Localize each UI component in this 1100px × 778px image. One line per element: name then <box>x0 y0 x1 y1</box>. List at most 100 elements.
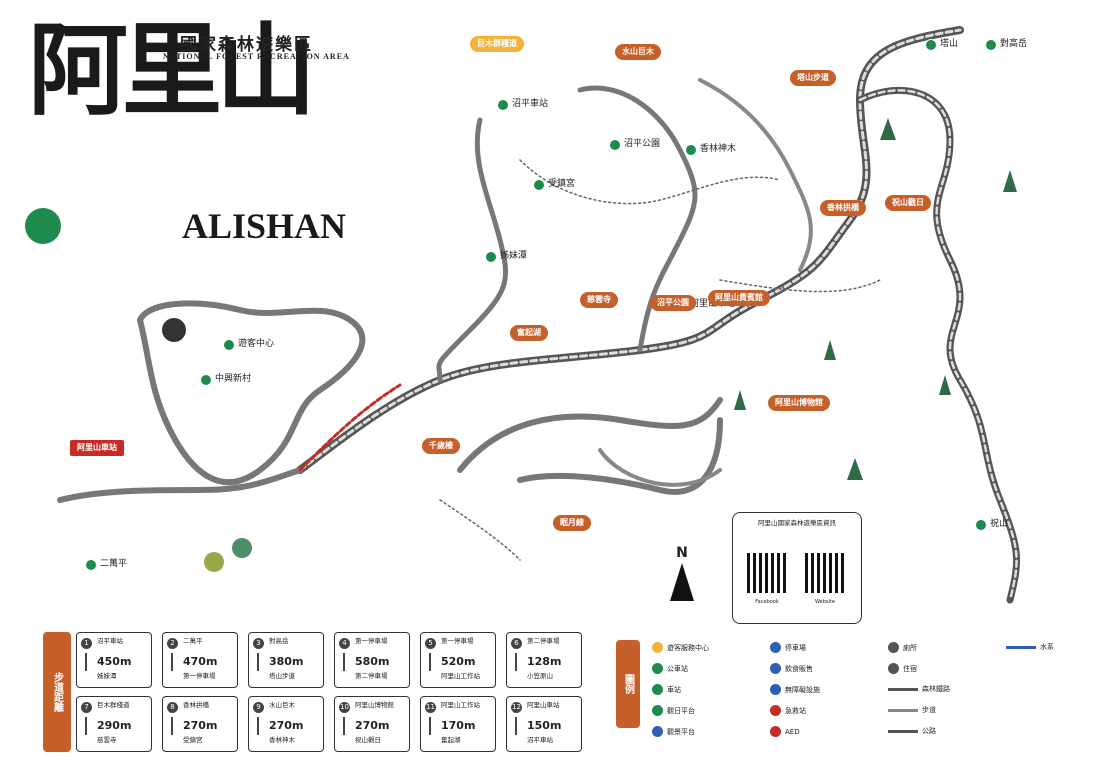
station-icon <box>975 519 987 531</box>
place-shenmu[interactable]: 香林神木 <box>700 144 737 154</box>
title-english: ALISHAN <box>182 206 347 246</box>
south-loop <box>457 397 723 495</box>
qr-code-website[interactable] <box>805 553 845 593</box>
legend-icon <box>770 726 781 737</box>
callout-6[interactable]: 香林拱橋 <box>820 200 866 216</box>
station-icon <box>925 39 937 51</box>
callout-5[interactable]: 阿里山貴賓館 <box>708 290 770 306</box>
distance-to: 阿里山工作站 <box>441 672 480 680</box>
qr-code-facebook[interactable] <box>747 553 787 593</box>
place-ersheng[interactable]: 二萬平 <box>100 559 128 569</box>
distance-number: 4 <box>339 638 350 649</box>
north-arrow-icon: N <box>668 545 696 601</box>
place-visitor-center[interactable]: 遊客中心 <box>238 339 275 349</box>
distance-from: 香林拱橋 <box>183 701 209 709</box>
callout-4[interactable]: 沼平公園 <box>650 295 696 311</box>
branch-trail <box>598 448 722 487</box>
distance-arrow <box>343 717 345 735</box>
qr-panel: 阿里山國家森林遊樂區資訊 Facebook Website <box>732 512 862 624</box>
distance-arrow <box>257 653 259 671</box>
line-swatch <box>888 687 918 691</box>
distance-to: 受鎮宮 <box>183 736 203 744</box>
callout-3[interactable]: 慈雲寺 <box>580 292 618 308</box>
place-duigaoyue[interactable]: 對高岳 <box>1000 39 1028 49</box>
place-zhushan[interactable]: 祝山 <box>990 519 1009 529</box>
place-sister[interactable]: 姊妹潭 <box>500 251 528 261</box>
distance-to: 慈雲寺 <box>97 736 117 744</box>
legend-item: 遊客服務中心 <box>652 642 709 653</box>
place-shouzhen[interactable]: 受鎮宮 <box>548 179 576 189</box>
line-swatch <box>1006 645 1036 649</box>
railway-red <box>298 383 402 472</box>
distance-value: 580m <box>355 655 390 668</box>
callout-10[interactable]: 千歲檜 <box>422 438 460 454</box>
tree-icon <box>939 375 951 395</box>
place-jiaoliping[interactable]: 沼平車站 <box>512 99 549 109</box>
distance-to: 香林神木 <box>269 736 295 744</box>
distance-value: 520m <box>441 655 476 668</box>
tree-icon <box>880 118 896 140</box>
legend-icon <box>770 705 781 716</box>
distance-to: 第一停車場 <box>183 672 216 680</box>
distance-to: 塔山步道 <box>269 672 295 680</box>
north-trail-1 <box>436 117 508 383</box>
distance-table-title: 步道距離 <box>43 632 71 752</box>
distance-from: 沼平車站 <box>97 637 123 645</box>
distance-arrow <box>515 653 517 671</box>
legend-item: 車站 <box>652 684 681 695</box>
line-swatch <box>888 729 918 733</box>
line-swatch <box>888 708 918 712</box>
station-icon <box>985 39 997 51</box>
forestry-logo <box>25 208 61 244</box>
legend-label: 飲食販售 <box>785 664 813 673</box>
distance-value: 270m <box>269 719 304 732</box>
callout-1[interactable]: 水山巨木 <box>615 44 661 60</box>
place-tashan[interactable]: 塔山 <box>940 39 959 49</box>
legend-item: 公路 <box>888 726 936 736</box>
distance-to: 小笠原山 <box>527 672 553 680</box>
title-chinese: 阿里山 <box>28 11 316 129</box>
legend-label: 停車場 <box>785 643 806 652</box>
distance-to: 祝山觀日 <box>355 736 381 744</box>
legend-icon <box>770 663 781 674</box>
tree-icon <box>232 538 252 558</box>
callout-8[interactable]: 奮起湖 <box>510 325 548 341</box>
distance-number: 9 <box>253 702 264 713</box>
legend-item: AED <box>770 726 800 737</box>
station-icon <box>200 374 212 386</box>
callout-7[interactable]: 祝山觀日 <box>885 195 931 211</box>
distance-from: 第一停車場 <box>441 637 474 645</box>
callout-9[interactable]: 阿里山博物館 <box>768 395 830 411</box>
distance-from: 阿里山工作站 <box>441 701 480 709</box>
distance-value: 150m <box>527 719 562 732</box>
distance-number: 10 <box>339 702 350 713</box>
legend-icon <box>652 684 663 695</box>
footpath-2 <box>719 279 881 293</box>
legend-icon <box>770 642 781 653</box>
distance-to: 第二停車場 <box>355 672 388 680</box>
distance-number: 2 <box>167 638 178 649</box>
distance-arrow <box>343 653 345 671</box>
callout-12[interactable]: 阿里山車站 <box>70 440 124 456</box>
distance-number: 12 <box>511 702 522 713</box>
place-zhaoping[interactable]: 沼平公園 <box>624 139 661 149</box>
distance-number: 3 <box>253 638 264 649</box>
legend-icon <box>652 642 663 653</box>
callout-11[interactable]: 眠月線 <box>553 515 591 531</box>
place-zhongshan[interactable]: 中興新村 <box>215 374 252 384</box>
callout-0[interactable]: 巨木群棧道 <box>470 36 524 52</box>
station-icon <box>533 179 545 191</box>
distance-from: 巨木群棧道 <box>97 701 130 709</box>
tree-icon <box>824 340 836 360</box>
callout-2[interactable]: 塔山步道 <box>790 70 836 86</box>
legend-icon <box>888 663 899 674</box>
legend-item: 水系 <box>1006 642 1054 652</box>
legend-icon <box>652 663 663 674</box>
